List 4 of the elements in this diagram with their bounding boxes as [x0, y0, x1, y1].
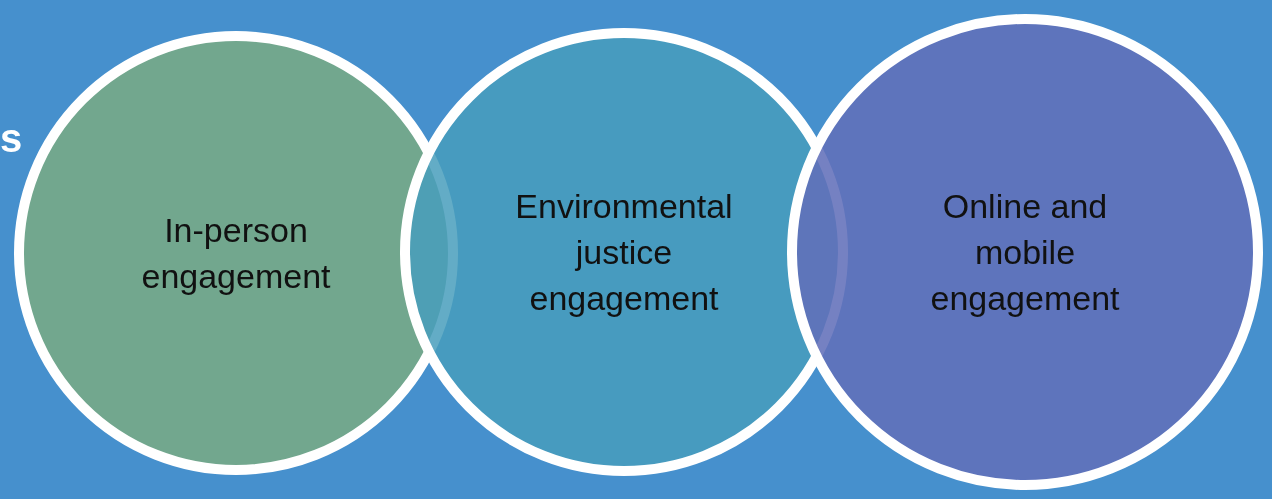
circle-label: In-person engagement	[140, 210, 332, 297]
heading-fragment: s	[0, 118, 23, 158]
circle-label: Environmental justice engagement	[514, 186, 734, 319]
circle-label: Online and mobile engagement	[929, 186, 1121, 319]
